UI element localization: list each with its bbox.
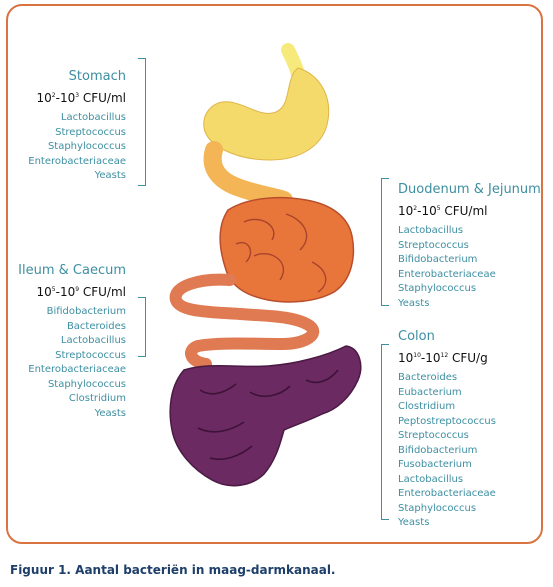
- ileum-title: Ileum & Caecum: [18, 263, 126, 278]
- stomach-bracket: [138, 58, 146, 186]
- list-item: Clostridium: [398, 401, 456, 412]
- list-item: Bacteroides: [398, 372, 458, 383]
- list-item: Lactobacillus: [60, 112, 126, 123]
- stomach-shape: [203, 67, 330, 161]
- stomach-bacteria-list: Lactobacillus Streptococcus Staphylococc…: [20, 111, 126, 184]
- colon-group: Colon 1010-1012 CFU/g Bacteroides Eubact…: [398, 328, 538, 531]
- small-intestine: [219, 197, 355, 303]
- ileum-bracket: [138, 297, 146, 357]
- colon-title: Colon: [398, 329, 435, 344]
- list-item: Yeasts: [94, 407, 126, 419]
- list-item: Streptococcus: [398, 430, 469, 441]
- duodenum-cfu: 102-105 CFU/ml: [398, 204, 488, 218]
- colon-bacteria-list: Bacteroides Eubacterium Clostridium Pept…: [398, 371, 538, 531]
- list-item: Staphylococcus: [398, 283, 477, 294]
- duodenum-group: Duodenum & Jejunum 102-105 CFU/ml Lactob…: [398, 181, 548, 311]
- list-item: Lactobacillus: [398, 225, 464, 236]
- list-item: Bifidobacterium: [398, 444, 478, 456]
- list-item: Enterobacteriaceae: [398, 268, 496, 280]
- list-item: Yeasts: [398, 517, 430, 528]
- list-item: Yeasts: [94, 170, 126, 181]
- duodenum-bacteria-list: Lactobacillus Streptococcus Bifidobacter…: [398, 224, 548, 311]
- list-item: Streptococcus: [398, 239, 469, 251]
- ileum-group: Ileum & Caecum 105-109 CFU/ml Bifidobact…: [18, 262, 126, 421]
- figure-caption: Figuur 1. Aantal bacteriën in maag-darmk…: [10, 563, 336, 577]
- colon-cfu: 1010-1012 CFU/g: [398, 351, 488, 365]
- list-item: Bacteroides: [66, 320, 126, 332]
- list-item: Bifidobacterium: [398, 254, 478, 265]
- list-item: Lactobacillus: [60, 335, 126, 346]
- stomach-title: Stomach: [68, 69, 126, 84]
- list-item: Enterobacteriaceae: [398, 488, 496, 499]
- list-item: Staphylococcus: [398, 502, 477, 514]
- colon-shape: [169, 345, 362, 487]
- list-item: Lactobacillus: [398, 473, 464, 485]
- ileum-cfu: 105-109 CFU/ml: [36, 285, 127, 299]
- list-item: Bifidobacterium: [46, 306, 126, 317]
- duodenum-bracket: [381, 178, 389, 306]
- duodenum-tube: [203, 141, 293, 209]
- list-item: Peptostreptococcus: [398, 415, 496, 427]
- list-item: Streptococcus: [55, 349, 126, 361]
- list-item: Clostridium: [68, 393, 126, 404]
- list-item: Staphylococcus: [47, 378, 126, 390]
- colon-bracket: [381, 344, 389, 520]
- list-item: Yeasts: [398, 297, 430, 309]
- ileum-tube: [169, 273, 320, 370]
- list-item: Fusobacterium: [398, 459, 472, 470]
- list-item: Enterobacteriaceae: [28, 364, 126, 375]
- list-item: Enterobacteriaceae: [28, 155, 126, 167]
- list-item: Staphylococcus: [47, 141, 126, 152]
- stomach-cfu: 102-103 CFU/ml: [36, 91, 127, 105]
- stomach-group: Stomach 102-103 CFU/ml Lactobacillus Str…: [20, 68, 126, 184]
- duodenum-title: Duodenum & Jejunum: [398, 182, 541, 197]
- ileum-bacteria-list: Bifidobacterium Bacteroides Lactobacillu…: [18, 305, 126, 421]
- list-item: Streptococcus: [55, 126, 126, 138]
- list-item: Eubacterium: [398, 386, 462, 398]
